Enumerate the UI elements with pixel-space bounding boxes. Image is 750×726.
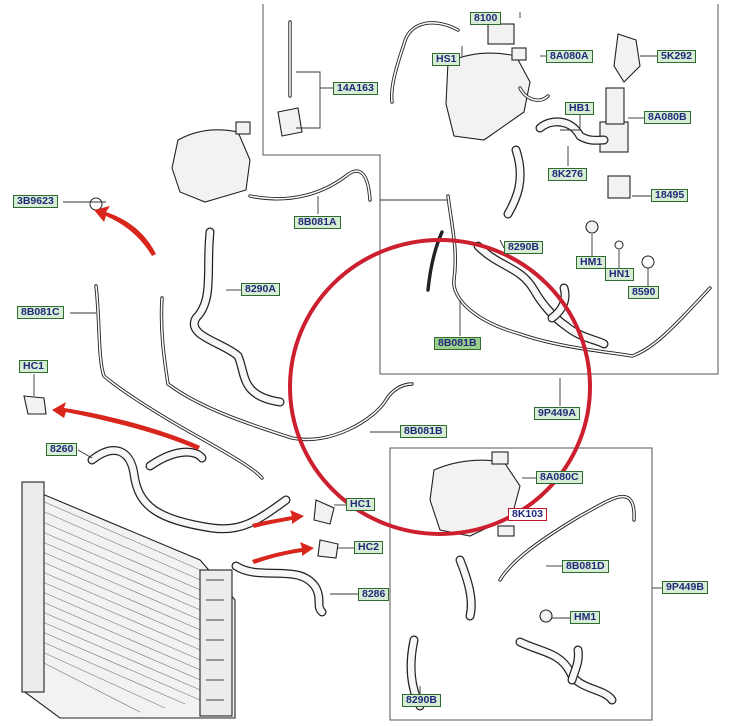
part-label-8260[interactable]: 8260 [46,443,78,456]
part-label-hc1-left[interactable]: HC1 [19,360,49,373]
part-label-hs1[interactable]: HS1 [432,53,461,66]
part-label-8k103[interactable]: 8K103 [508,508,547,521]
part-label-9p449a[interactable]: 9P449A [534,407,580,420]
highlight-circle [288,238,592,536]
part-label-8290b-bottom[interactable]: 8290B [402,694,441,707]
expansion-tanks [171,23,531,537]
part-label-5k292[interactable]: 5K292 [657,50,696,63]
part-label-8a080a[interactable]: 8A080A [546,50,593,63]
inset-frames [262,4,719,721]
part-label-8b081c[interactable]: 8B081C [17,306,64,319]
leader-lines [33,12,662,694]
part-label-8290a[interactable]: 8290A [241,283,280,296]
valves-and-pump [23,33,655,623]
part-label-3b9623[interactable]: 3B9623 [13,195,58,208]
part-label-8b081d[interactable]: 8B081D [562,560,609,573]
part-label-9p449b[interactable]: 9P449B [662,581,708,594]
part-label-hm1-bottom[interactable]: HM1 [570,611,601,624]
radiator [21,481,236,719]
part-label-8b081b-top[interactable]: 8B081B [434,337,481,350]
part-label-8a080c[interactable]: 8A080C [536,471,583,484]
part-label-8290b-top[interactable]: 8290B [504,241,543,254]
part-label-8a080b[interactable]: 8A080B [644,111,691,124]
red-arrows [52,206,314,564]
part-label-18495[interactable]: 18495 [651,189,689,202]
part-label-hc2[interactable]: HC2 [354,541,384,554]
part-label-hb1[interactable]: HB1 [565,102,595,115]
part-label-hm1-top[interactable]: HM1 [576,256,607,269]
part-label-8590[interactable]: 8590 [628,286,660,299]
part-label-8100[interactable]: 8100 [470,12,502,25]
part-label-14a163[interactable]: 14A163 [333,82,378,95]
part-label-8b081b-mid[interactable]: 8B081B [400,425,447,438]
part-label-hc1-right[interactable]: HC1 [346,498,376,511]
part-label-8k276[interactable]: 8K276 [548,168,587,181]
part-label-hn1[interactable]: HN1 [605,268,635,281]
part-label-8b081a[interactable]: 8B081A [294,216,341,229]
coolant-hoses [87,117,617,711]
part-label-8286[interactable]: 8286 [358,588,390,601]
coolant-pipes [94,20,712,582]
